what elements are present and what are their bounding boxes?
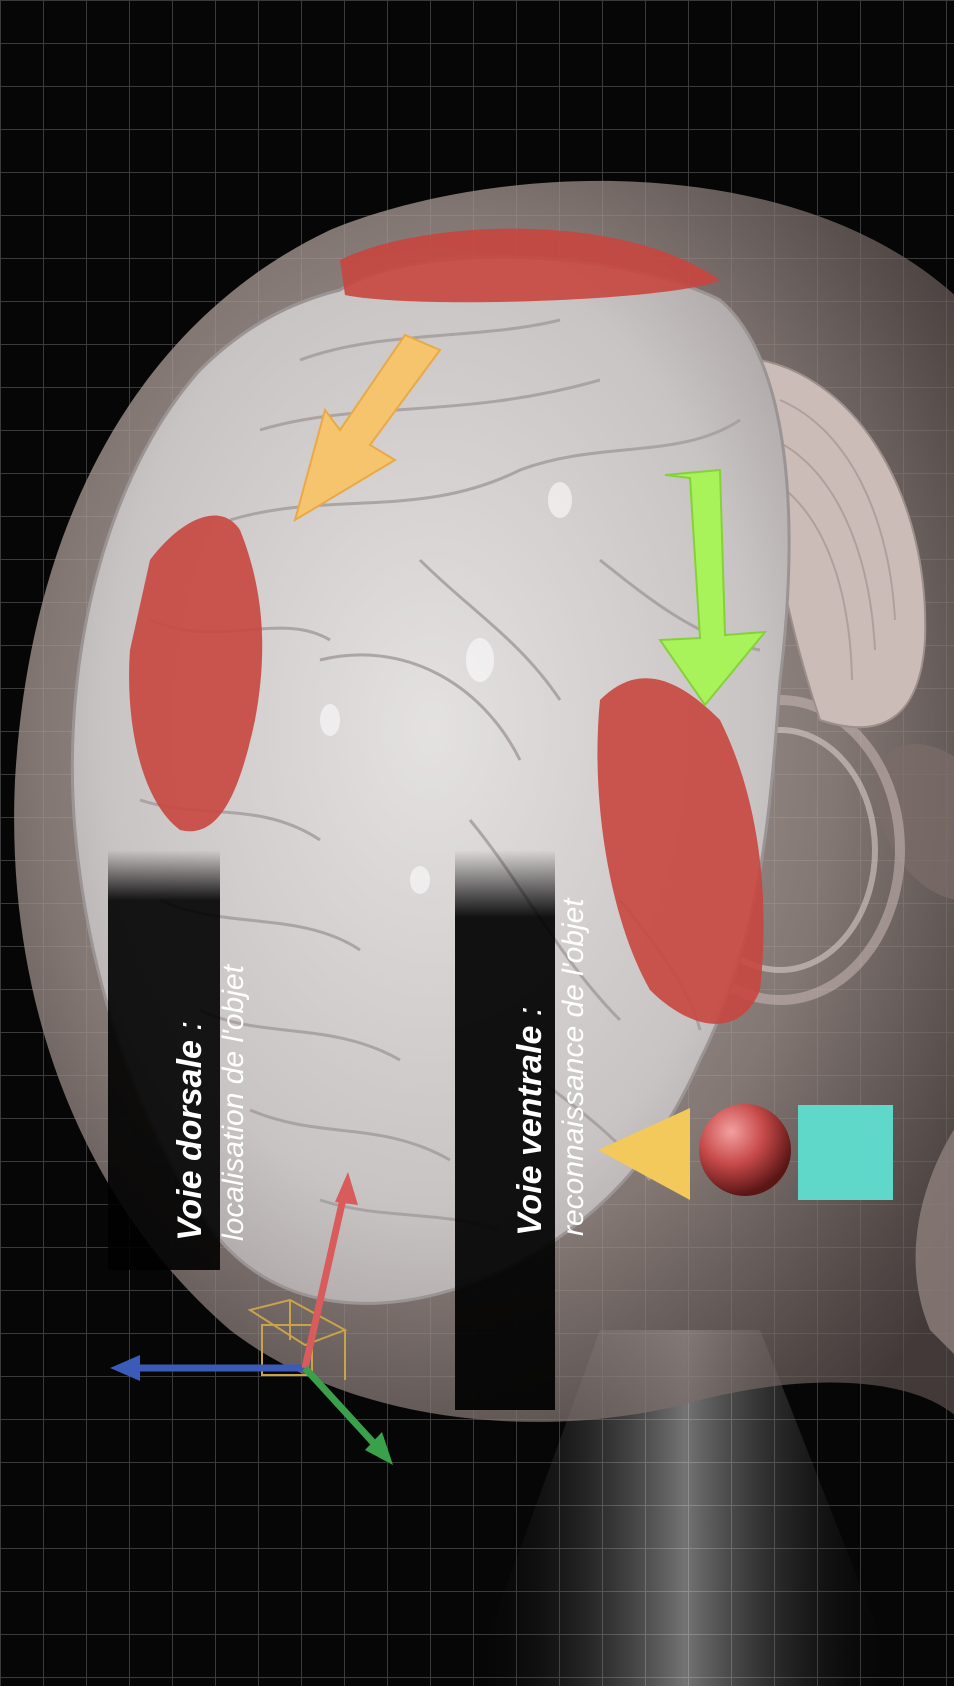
square-shape-icon <box>798 1105 893 1200</box>
sphere-shape-icon <box>699 1104 791 1196</box>
caption-dorsal-backdrop <box>108 850 220 1270</box>
caption-ventral-backdrop <box>455 850 555 1410</box>
